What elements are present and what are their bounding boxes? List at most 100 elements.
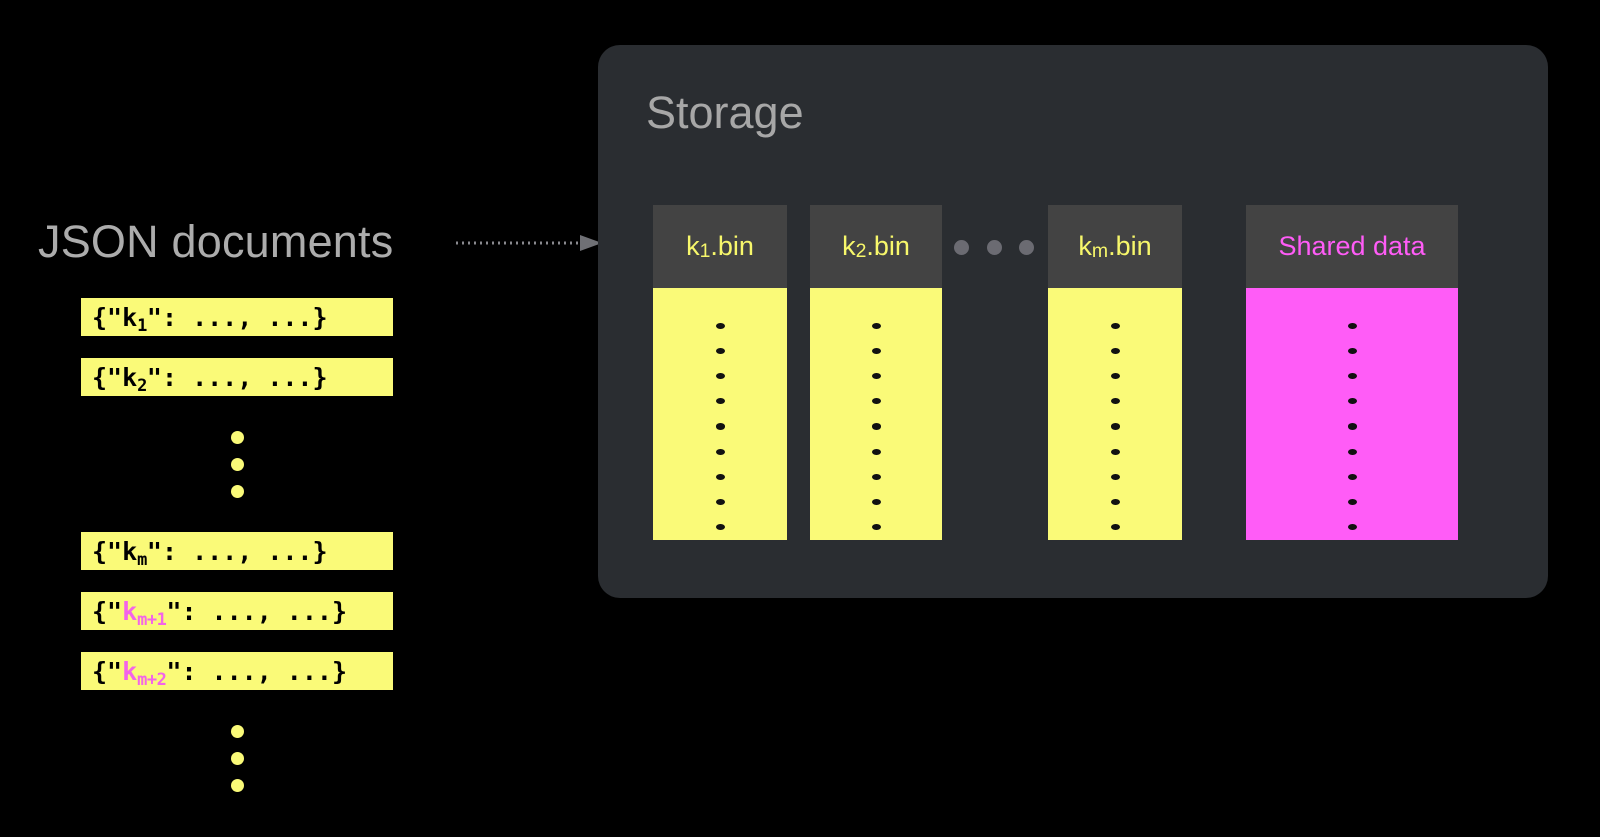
doc-key-subscript: m+1 [137,609,167,630]
storage-title: Storage [646,87,804,138]
doc-key-letter: k [122,536,138,566]
json-document-row: {"km+2": ..., ...} [81,652,393,690]
ellipsis-dot [230,484,244,498]
json-document-row: {"k2": ..., ...} [81,358,393,396]
bin-content-dot [1347,322,1357,329]
doc-close-text: ": ..., ...} [166,596,348,626]
storage-bin-body [810,288,942,540]
ellipsis-dot [954,240,969,255]
storage-bin-name: k [1078,231,1092,261]
doc-close-text: ": ..., ...} [146,536,328,566]
doc-close-text: ": ..., ...} [146,362,328,392]
doc-open-brace: {" [92,302,123,332]
json-document-row: {"km": ..., ...} [81,532,393,570]
doc-open-brace: {" [92,596,123,626]
storage-bin-subscript: m [1091,240,1109,262]
ellipsis-dot [230,430,244,444]
ellipsis-dot [230,778,244,792]
json-document-row: {"k1": ..., ...} [81,298,393,336]
bin-content-dot [871,524,881,531]
bin-content-dot [715,473,725,481]
doc-key-name: k1 [122,302,147,336]
bin-content-dot [1110,524,1120,531]
bin-content-dot [715,398,725,405]
bin-content-dot [1347,423,1357,430]
bin-content-dot [1110,398,1120,405]
doc-key-letter: k [122,656,138,686]
ellipsis-dot [230,751,244,765]
horizontal-ellipsis [954,240,1034,255]
flow-arrow [456,234,604,252]
doc-key-subscript: 2 [137,375,147,396]
ellipsis-dot [230,457,244,471]
storage-bin-name: k [686,231,700,261]
storage-bin-subscript: 1 [699,240,711,262]
doc-open-brace: {" [92,656,123,686]
bin-content-dot [871,322,881,329]
arrow-icon [456,235,602,251]
bin-content-dot [1347,398,1357,405]
bin-content-dot [871,499,881,506]
ellipsis-dot [986,240,1002,255]
bin-content-dot [1110,473,1120,481]
doc-close-text: ": ..., ...} [146,302,328,332]
bin-content-dot [1347,372,1357,380]
bin-content-dot [1347,524,1357,531]
ellipsis-dot [1019,240,1034,255]
storage-bin-body [1246,288,1458,540]
bin-content-dot [871,372,881,380]
bin-content-dot [1347,473,1357,481]
json-document-row: {"km+1": ..., ...} [81,592,393,630]
json-document-list: {"k1": ..., ...}{"k2": ..., ...}{"km": .… [81,298,501,826]
bin-content-dot [1110,347,1120,354]
ellipsis-dot [230,724,244,738]
bin-content-dot [715,423,725,430]
bin-content-dot [871,423,881,430]
storage-bin-suffix: .bin [1108,231,1152,261]
doc-key-subscript: 1 [137,315,147,336]
bin-content-dot [1110,423,1120,430]
doc-open-brace: {" [92,362,123,392]
bin-content-dot [871,347,881,354]
storage-bin-body [1048,288,1182,540]
doc-key-letter: k [122,596,138,626]
json-documents-label: JSON documents [38,216,394,267]
vertical-ellipsis [81,418,393,510]
storage-bin-name: Shared data [1278,231,1426,261]
doc-key-name: km+2 [122,656,167,690]
bin-content-dot [1347,448,1357,455]
storage-bin-body [653,288,787,540]
bin-content-dot [1110,448,1120,455]
bin-content-dot [871,448,881,455]
vertical-ellipsis [81,712,393,804]
storage-bin-name: k [842,231,856,261]
doc-key-subscript: m+2 [137,669,167,690]
bin-content-dot [715,322,725,329]
bin-content-dot [871,398,881,405]
storage-bin-header: Shared data [1246,205,1458,288]
doc-key-letter: k [122,362,138,392]
storage-bin-suffix: .bin [866,231,910,261]
doc-key-name: k2 [122,362,147,396]
doc-key-letter: k [122,302,138,332]
bin-content-dot [715,524,725,531]
bin-content-dot [1347,499,1357,506]
doc-key-name: km+1 [122,596,167,630]
bin-content-dot [1347,347,1357,354]
doc-key-name: km [122,536,147,570]
doc-close-text: ": ..., ...} [166,656,348,686]
bin-content-dot [1110,322,1120,329]
bin-content-dot [715,448,725,455]
bin-content-dot [715,347,725,354]
bin-content-dot [1110,499,1120,506]
storage-bin-suffix: .bin [710,231,754,261]
storage-bin: Shared data [1246,205,1458,540]
doc-key-subscript: m [137,549,147,570]
